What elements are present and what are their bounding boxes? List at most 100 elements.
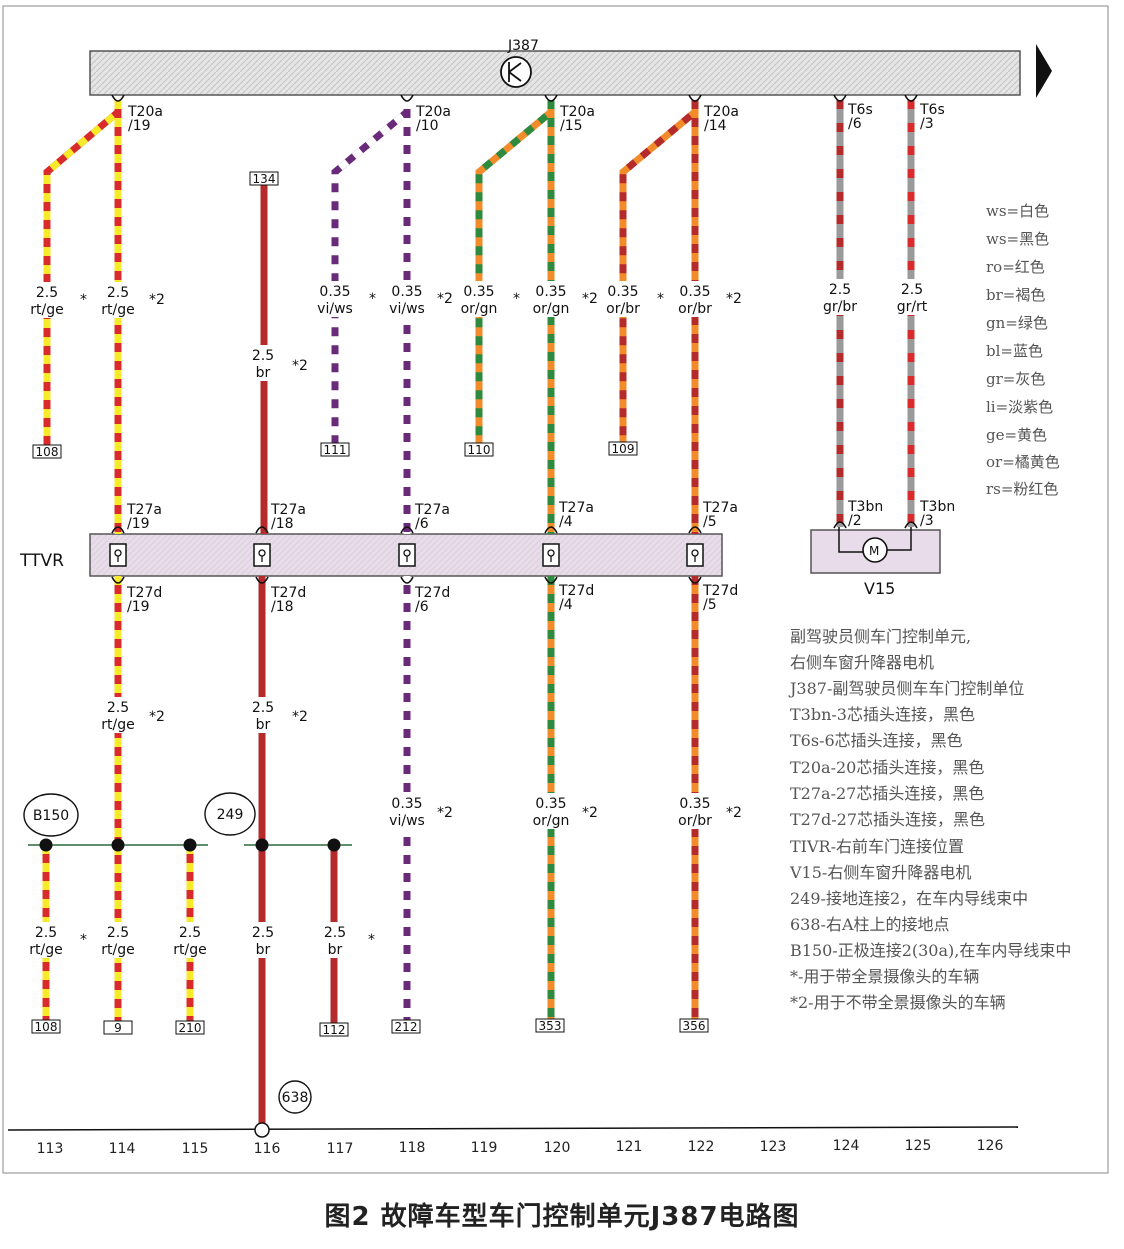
svg-text:9: 9 xyxy=(114,1021,122,1035)
ground-249: 249 xyxy=(204,792,256,836)
connector-pin-icon xyxy=(904,521,918,529)
mark-star2: *2 xyxy=(582,291,598,307)
ttvr-label: TTVR xyxy=(19,551,64,571)
v15-motor: M V15 xyxy=(810,527,941,598)
svg-text:249: 249 xyxy=(217,807,244,823)
svg-text:2.5gr/rt: 2.5gr/rt xyxy=(897,282,928,315)
connector-t3bn-1: T3bn/2 xyxy=(847,499,883,529)
mark-star: * xyxy=(657,291,664,307)
column-number: 122 xyxy=(688,1139,715,1155)
legend-item: rs=粉红色 xyxy=(986,480,1058,498)
note-line: TIVR-右前车门连接位置 xyxy=(790,837,964,856)
svg-text:111: 111 xyxy=(324,443,347,457)
connector-pin-icon xyxy=(111,576,125,584)
mark-star: * xyxy=(80,932,87,948)
ttvr-terminal-icon xyxy=(542,543,560,567)
connector-t27d-3: T27d/6 xyxy=(414,585,450,615)
svg-text:112: 112 xyxy=(323,1023,346,1037)
column-number: 126 xyxy=(977,1138,1004,1154)
column-number: 118 xyxy=(399,1140,426,1156)
column-number: 121 xyxy=(616,1139,643,1155)
wire-or-br-branch xyxy=(619,100,699,442)
connector-t27a-2: T27a/18 xyxy=(270,502,306,532)
column-number: 125 xyxy=(905,1138,932,1154)
legend-item: gn=绿色 xyxy=(986,314,1048,332)
splice-node xyxy=(183,838,197,852)
connector-t27a-4: T27a/4 xyxy=(558,500,594,530)
ref-box-109: 109 xyxy=(608,441,638,456)
ground-terminal xyxy=(254,1122,270,1138)
connector-pin-icon xyxy=(688,526,702,534)
column-number: 114 xyxy=(109,1141,136,1157)
svg-text:2.5br: 2.5br xyxy=(252,348,274,381)
connector-pin-icon xyxy=(255,526,269,534)
connector-pin-icon xyxy=(544,576,558,584)
wire-group xyxy=(42,100,915,1124)
ground-points: B150 249 638 xyxy=(23,792,312,1114)
connector-pin-icon xyxy=(255,576,269,584)
column-number: 113 xyxy=(37,1141,64,1157)
wire-or-gn-branch-stripe xyxy=(475,100,555,443)
connector-c3: T20a/15 xyxy=(559,104,595,134)
ref-box-110: 110 xyxy=(464,442,494,457)
svg-text:2.5gr/br: 2.5gr/br xyxy=(823,282,857,315)
splice-node xyxy=(111,838,125,852)
v15-label: V15 xyxy=(864,579,895,598)
mark-star2: *2 xyxy=(149,292,165,308)
component-notes: 副驾驶员侧车门控制单元, 右侧车窗升降器电机 J387-副驾驶员侧车车门控制单位… xyxy=(788,627,1071,1012)
svg-text:210: 210 xyxy=(179,1021,202,1035)
column-number: 120 xyxy=(544,1140,571,1156)
bottom-numbers: 113 114 115 116 117 118 119 120 121 122 … xyxy=(37,1138,1004,1157)
wire-vi-ws-branch xyxy=(331,100,411,443)
svg-text:638: 638 xyxy=(282,1090,309,1106)
connector-t27d-4: T27d/4 xyxy=(558,583,594,613)
note-line: 右侧车窗升降器电机 xyxy=(790,653,934,672)
legend-item: ws=黑色 xyxy=(986,230,1049,248)
mark-star2: *2 xyxy=(437,291,453,307)
splice-node xyxy=(39,838,53,852)
svg-text:110: 110 xyxy=(468,443,491,457)
svg-text:109: 109 xyxy=(612,442,635,456)
bottom-rule xyxy=(7,1126,1019,1131)
svg-text:353: 353 xyxy=(539,1019,562,1033)
mark-star: * xyxy=(513,291,520,307)
note-line: T6s-6芯插头连接，黑色 xyxy=(790,731,963,750)
wire-rt-ge-branch-stripe xyxy=(43,100,122,445)
connector-pin-icon xyxy=(833,521,847,529)
note-line: V15-右侧车窗升降器电机 xyxy=(789,863,971,882)
mark-star: * xyxy=(80,292,87,308)
connector-c6: T6s/3 xyxy=(919,102,945,132)
svg-text:2.5br: 2.5br xyxy=(252,925,274,958)
note-line: 副驾驶员侧车门控制单元, xyxy=(790,627,971,646)
svg-text:2.5br: 2.5br xyxy=(252,700,274,733)
ref-box-353: 353 xyxy=(535,1018,565,1033)
j387-module: J387 xyxy=(89,38,1052,98)
note-line: T27d-27芯插头连接，黑色 xyxy=(790,810,985,829)
wire-vi-ws-branch-stripe xyxy=(331,100,411,443)
mark-star2: *2 xyxy=(292,709,308,725)
mark-star: * xyxy=(369,291,376,307)
legend-item: or=橘黄色 xyxy=(986,453,1060,471)
mark-star2: *2 xyxy=(149,709,165,725)
connector-pin-icon xyxy=(111,526,125,534)
splice-node xyxy=(255,838,269,852)
ref-box-210: 210 xyxy=(175,1020,205,1035)
connector-pin-icon xyxy=(400,576,414,584)
connector-pin-icon xyxy=(544,526,558,534)
